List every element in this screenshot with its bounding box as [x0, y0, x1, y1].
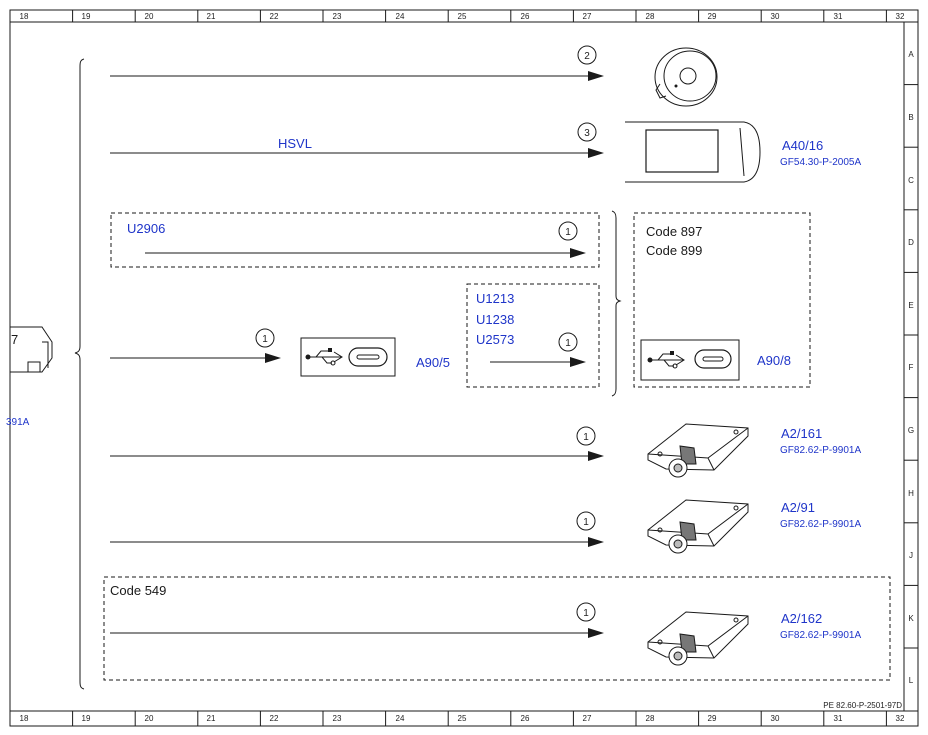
a2-91-label: A2/91: [781, 500, 815, 515]
a2-161-ref: GF82.62-P-9901A: [780, 445, 861, 456]
col-label-bottom: 21: [207, 714, 216, 723]
row-label: E: [908, 301, 913, 310]
circle-marker: 1: [583, 517, 589, 528]
col-label-bottom: 27: [583, 714, 592, 723]
row-dividers: [904, 84, 918, 649]
u1238-label: U1238: [476, 312, 514, 327]
col-label-top: 28: [646, 12, 655, 21]
antenna-module-icon: [647, 499, 749, 554]
u2906-label: U2906: [127, 221, 165, 236]
display-unit-icon: [625, 121, 761, 183]
a40-16-ref: GF54.30-P-2005A: [780, 157, 861, 168]
col-label-bottom: 28: [646, 714, 655, 723]
usb-port-icon: [640, 339, 740, 381]
u2573-label: U2573: [476, 332, 514, 347]
row-label: A: [908, 50, 914, 59]
a90-5-label: A90/5: [416, 355, 450, 370]
row-label: C: [908, 176, 914, 185]
row-label: J: [909, 551, 913, 560]
circle-marker: 1: [583, 608, 589, 619]
row-label: L: [909, 676, 914, 685]
col-label-top: 21: [207, 12, 216, 21]
col-label-bottom: 24: [396, 714, 405, 723]
col-label-top: 24: [396, 12, 405, 21]
document-number: PE 82.60-P-2501-97D: [823, 701, 902, 710]
left-fragment-mark: 7: [11, 332, 18, 347]
col-label-bottom: 22: [270, 714, 279, 723]
a90-8-label: A90/8: [757, 353, 791, 368]
hsvl-label: HSVL: [278, 136, 312, 151]
code-897-label: Code 897: [646, 224, 702, 239]
u2906-box: [110, 212, 600, 268]
row-label: B: [908, 113, 913, 122]
frame-border: [9, 9, 919, 727]
code-brace: [611, 210, 622, 397]
code-897-899-box: [633, 212, 811, 388]
col-label-bottom: 29: [708, 714, 717, 723]
col-label-bottom: 23: [333, 714, 342, 723]
code-899-label: Code 899: [646, 243, 702, 258]
col-label-bottom: 25: [458, 714, 467, 723]
col-label-top: 20: [145, 12, 154, 21]
col-label-bottom: 18: [20, 714, 29, 723]
col-label-top: 22: [270, 12, 279, 21]
circle-marker: 1: [262, 334, 268, 345]
circle-marker: 1: [583, 432, 589, 443]
circle-marker: 2: [584, 51, 590, 62]
row-label: G: [908, 426, 914, 435]
a2-91-ref: GF82.62-P-9901A: [780, 519, 861, 530]
col-label-top: 27: [583, 12, 592, 21]
u1213-box: [466, 283, 600, 388]
row-label: D: [908, 238, 914, 247]
col-label-top: 18: [20, 12, 29, 21]
circle-marker: 1: [565, 227, 571, 238]
col-label-top: 26: [521, 12, 530, 21]
antenna-module-icon: [647, 611, 749, 666]
col-label-bottom: 31: [834, 714, 843, 723]
antenna-module-icon: [647, 423, 749, 478]
col-label-top: 31: [834, 12, 843, 21]
circle-marker: 3: [584, 128, 590, 139]
col-label-bottom: 30: [771, 714, 780, 723]
a2-162-label: A2/162: [781, 611, 822, 626]
left-connector-fragment: 7: [10, 326, 53, 373]
a40-16-label: A40/16: [782, 138, 823, 153]
col-label-top: 29: [708, 12, 717, 21]
col-label-bottom: 32: [896, 714, 905, 723]
row-label: H: [908, 489, 914, 498]
column-dividers: [72, 10, 887, 726]
speaker-icon: [654, 47, 718, 107]
col-label-bottom: 20: [145, 714, 154, 723]
row-label: F: [909, 363, 914, 372]
col-label-top: 19: [82, 12, 91, 21]
usb-port-icon: [300, 337, 396, 377]
a2-161-label: A2/161: [781, 426, 822, 441]
code-549-box: [103, 576, 891, 681]
col-label-top: 32: [896, 12, 905, 21]
col-label-bottom: 19: [82, 714, 91, 723]
u1213-label: U1213: [476, 291, 514, 306]
branch-brace: [74, 58, 85, 690]
col-label-top: 25: [458, 12, 467, 21]
a2-162-ref: GF82.62-P-9901A: [780, 630, 861, 641]
left-ref-fragment: 391A: [6, 417, 30, 428]
col-label-bottom: 26: [521, 714, 530, 723]
row-label: K: [908, 614, 914, 623]
circle-marker: 1: [565, 338, 571, 349]
code-549-label: Code 549: [110, 583, 166, 598]
col-label-top: 30: [771, 12, 780, 21]
col-label-top: 23: [333, 12, 342, 21]
